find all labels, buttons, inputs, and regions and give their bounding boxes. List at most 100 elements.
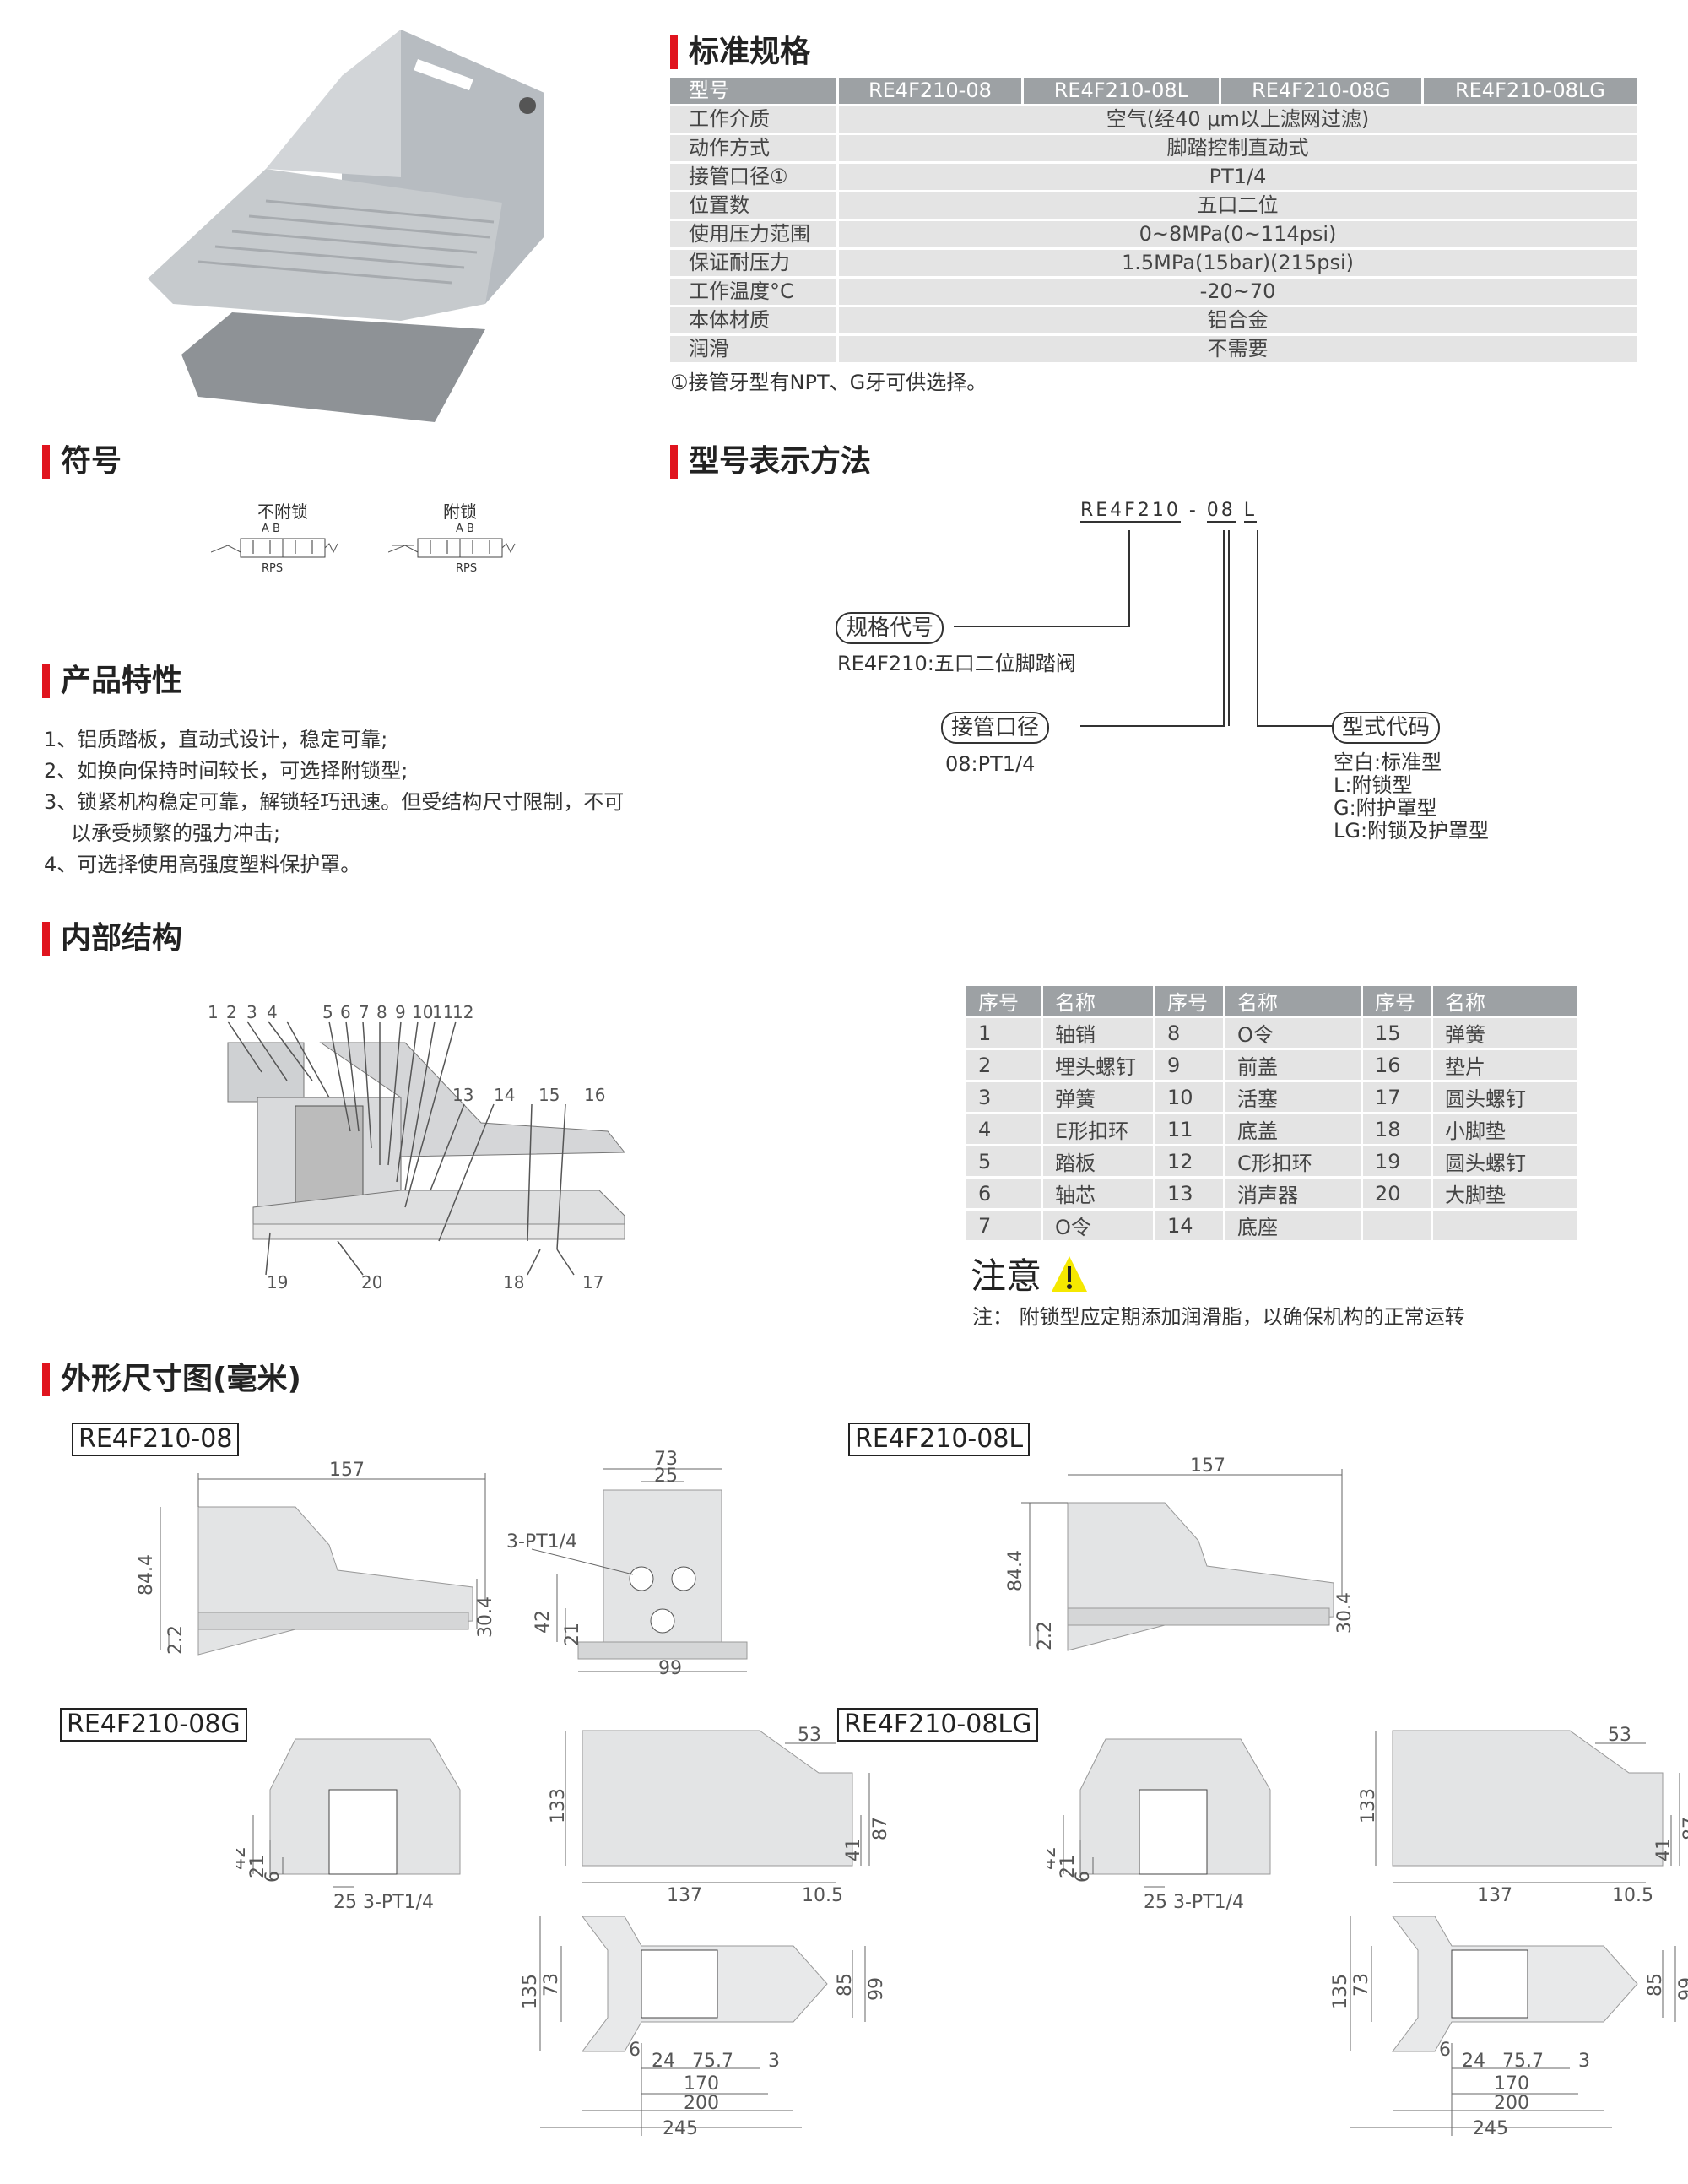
dim: 99: [658, 1658, 682, 1679]
dim: 133: [1359, 1788, 1379, 1824]
port-size-label: 接管口径: [941, 712, 1050, 744]
spec-label: 保证耐压力: [670, 250, 836, 276]
dim: 3-PT1/4: [506, 1531, 577, 1553]
spec-label: 本体材质: [670, 307, 836, 333]
notice-title: 注意: [971, 1248, 1089, 1299]
callout-20: 20: [361, 1272, 382, 1293]
symbol-ports-bottom: RPS: [262, 562, 284, 575]
callout-15: 15: [538, 1085, 560, 1105]
callout-12: 12: [452, 1002, 473, 1022]
header-cell: 序号: [1155, 986, 1223, 1016]
cell: 3: [966, 1082, 1041, 1112]
callout-16: 16: [584, 1085, 605, 1105]
model-code-dash: -: [1188, 500, 1198, 521]
dim: 99: [1676, 1977, 1688, 2001]
type-code-item: LG:附锁及护罩型: [1334, 819, 1490, 843]
model-code: RE4F210 - 08 L: [1080, 500, 1258, 523]
spec-header-row: 型号 RE4F210-08 RE4F210-08L RE4F210-08G RE…: [670, 78, 1637, 104]
type-code-item: 空白:标准型: [1334, 751, 1442, 774]
spec-row: 动作方式脚踏控制直动式: [670, 135, 1637, 161]
cell: 14: [1155, 1211, 1223, 1240]
cell: [1363, 1211, 1431, 1240]
dim: 42: [236, 1846, 250, 1870]
dim: 6: [629, 2040, 641, 2061]
dim: 245: [663, 2118, 698, 2139]
cell: 弹簧: [1433, 1018, 1577, 1048]
cell: 踏板: [1043, 1146, 1153, 1176]
type-code-box: 型式代码: [1332, 712, 1441, 744]
header-cell: RE4F210-08LG: [1423, 78, 1637, 104]
valve-symbol-icon: [387, 538, 516, 558]
dim: 6: [1439, 2040, 1451, 2061]
cell: 底盖: [1225, 1114, 1361, 1144]
header-cell: 名称: [1433, 986, 1577, 1016]
symbol-ports-bottom: RPS: [456, 562, 478, 575]
dim: 157: [1190, 1456, 1225, 1477]
section-heading-spec: 标准规格: [670, 34, 810, 71]
header-cell: 名称: [1225, 986, 1361, 1016]
spec-value: 铝合金: [839, 307, 1637, 333]
dim: 53: [1608, 1725, 1631, 1746]
cell: 12: [1155, 1146, 1223, 1176]
drawing-label-08: RE4F210-08: [72, 1423, 240, 1456]
dim: 133: [549, 1788, 569, 1824]
dim: 157: [329, 1461, 365, 1481]
drawing-label-08lg: RE4F210-08LG: [837, 1708, 1039, 1742]
dim: 6: [262, 1871, 284, 1883]
symbol-ports-top: A B: [262, 523, 280, 535]
spec-row: 位置数五口二位: [670, 192, 1637, 219]
dim: 53: [798, 1725, 821, 1746]
section-heading-symbol: 符号: [42, 443, 122, 480]
warning-icon: [1052, 1255, 1088, 1292]
dim: 25: [654, 1466, 678, 1487]
dim: 3: [768, 2051, 780, 2072]
type-code-item: L:附锁型: [1334, 773, 1413, 797]
dim: 87: [870, 1817, 891, 1840]
callout-5: 5: [322, 1002, 333, 1022]
notice-title-text: 注意: [971, 1255, 1042, 1297]
callout-8: 8: [376, 1002, 387, 1022]
cell: C形扣环: [1225, 1146, 1361, 1176]
dim: 21: [247, 1855, 268, 1878]
notice-text: 注： 附锁型应定期添加润滑脂，以确保机构的正常运转: [972, 1305, 1465, 1329]
port-size-box: 接管口径: [941, 712, 1050, 744]
dim: 170: [684, 2073, 719, 2095]
dim: 84.4: [136, 1554, 157, 1596]
cell: 5: [966, 1146, 1041, 1176]
callout-10: 10: [412, 1002, 433, 1022]
spec-value: 0~8MPa(0~114psi): [839, 221, 1637, 247]
spec-row: 工作介质空气(经40 μm以上滤网过滤): [670, 106, 1637, 133]
spec-label: 位置数: [670, 192, 836, 219]
cell: 底座: [1225, 1211, 1361, 1240]
callout-18: 18: [503, 1272, 524, 1293]
dim: 73: [654, 1449, 678, 1470]
dim: 6: [1073, 1871, 1094, 1883]
callout-9: 9: [395, 1002, 406, 1022]
port-size-desc: 08:PT1/4: [945, 752, 1036, 776]
parts-header-row: 序号名称 序号名称 序号名称: [966, 986, 1577, 1016]
cell: 4: [966, 1114, 1041, 1144]
cell: 轴销: [1043, 1018, 1153, 1048]
cell: 17: [1363, 1082, 1431, 1112]
callout-2: 2: [226, 1002, 237, 1022]
dim: 30.4: [1334, 1592, 1355, 1634]
cell: O令: [1225, 1018, 1361, 1048]
dim: 24: [652, 2051, 675, 2072]
dim: 85: [835, 1973, 856, 1997]
callout-7: 7: [359, 1002, 370, 1022]
cell: 9: [1155, 1050, 1223, 1080]
model-code-size: 08: [1206, 500, 1236, 523]
cell: 圆头螺钉: [1433, 1082, 1577, 1112]
spec-value: 脚踏控制直动式: [839, 135, 1637, 161]
dim: 87: [1680, 1817, 1688, 1840]
header-cell: RE4F210-08: [839, 78, 1021, 104]
model-code-series: RE4F210: [1080, 500, 1181, 523]
